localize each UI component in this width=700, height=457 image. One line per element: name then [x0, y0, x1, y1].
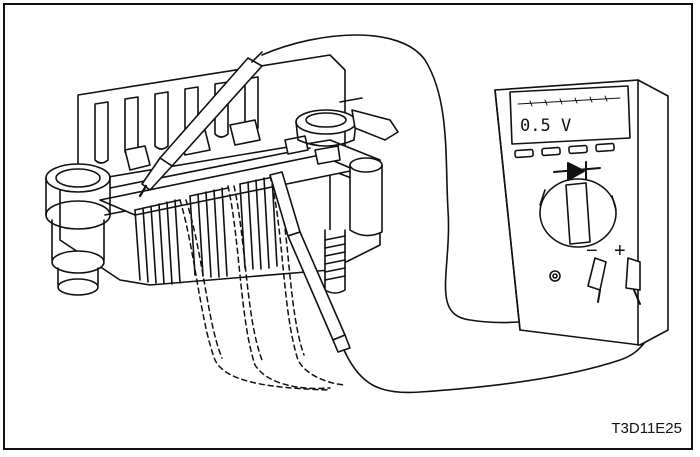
meter-display-window: [509, 85, 631, 145]
meter-button-1: [514, 148, 534, 159]
multimeter: [494, 79, 669, 346]
plug-positive: [625, 257, 641, 291]
diode-test-symbol: [553, 161, 601, 181]
input-jack-com: [549, 270, 561, 282]
meter-button-2: [541, 146, 561, 157]
terminal-negative-label: −: [586, 240, 598, 262]
meter-reading: 0.5 V: [520, 116, 571, 136]
terminal-positive-label: +: [614, 240, 626, 262]
meter-button-4: [595, 142, 615, 153]
figure-code-label: T3D11E25: [611, 420, 682, 437]
meter-button-3: [568, 144, 588, 155]
dial-pointer: [565, 182, 591, 245]
